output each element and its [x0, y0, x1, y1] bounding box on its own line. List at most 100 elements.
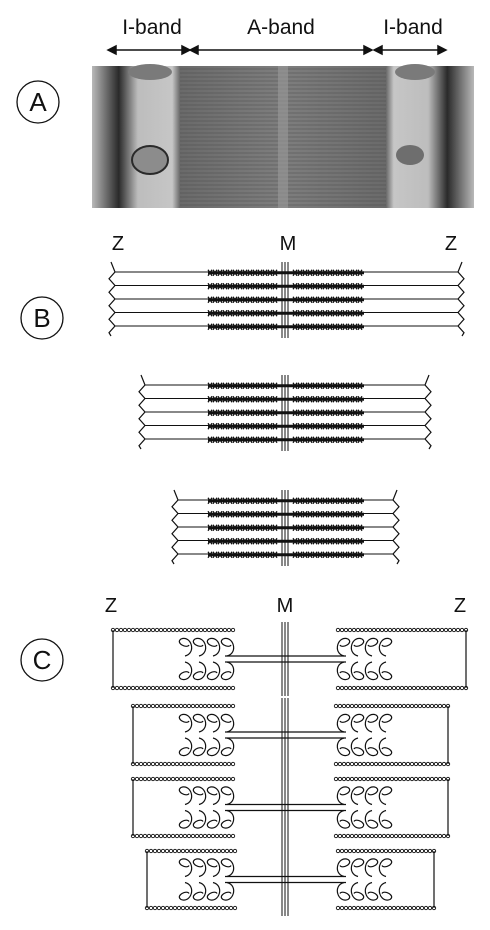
myosin-head: [272, 497, 278, 505]
myosin-head: [378, 858, 393, 878]
thin-filament-bead: [182, 703, 188, 709]
myosin-head: [357, 524, 363, 532]
thin-filament-bead: [403, 685, 409, 691]
thin-filament-bead: [407, 627, 413, 633]
myosin-head: [327, 524, 333, 532]
thin-filament-bead: [421, 833, 427, 839]
i-band-right-arrow: [372, 44, 448, 56]
myosin-head: [292, 309, 298, 317]
myosin-head: [302, 422, 308, 430]
myosin-head: [232, 551, 238, 559]
thin-filament-bead: [395, 685, 401, 691]
panel-b-sarcomere-1: [108, 261, 465, 338]
myosin-head: [262, 422, 268, 430]
thin-filament-bead: [339, 848, 345, 854]
thin-filament-bead: [351, 848, 357, 854]
myosin-head: [262, 269, 268, 277]
myosin-head: [227, 497, 233, 505]
thin-filament-bead: [130, 627, 136, 633]
thin-filament-bead: [186, 627, 192, 633]
panel-b: B Z M Z: [20, 233, 465, 566]
panel-b-m-label: M: [280, 233, 297, 255]
myosin-head: [312, 409, 318, 417]
thin-filament-bead: [230, 776, 236, 782]
myosin-head: [327, 395, 333, 403]
thin-filament-bead: [130, 833, 136, 839]
myosin-head: [267, 497, 273, 505]
panel-c-m-label: M: [277, 595, 294, 617]
myosin-head: [227, 309, 233, 317]
thin-filament-bead: [341, 703, 347, 709]
myosin-head: [297, 269, 303, 277]
myosin-head: [322, 309, 328, 317]
myosin-head: [237, 323, 243, 331]
thin-filament-bead: [164, 848, 170, 854]
myosin-head: [242, 269, 248, 277]
myosin-head: [227, 436, 233, 444]
myosin-head: [317, 497, 323, 505]
thin-filament-bead: [429, 776, 435, 782]
myosin-head: [222, 551, 228, 559]
thin-filament-bead: [186, 703, 192, 709]
thin-filament-bead: [226, 685, 232, 691]
thin-filament-bead: [359, 685, 365, 691]
thin-filament-bead: [401, 761, 407, 767]
myosin-head: [312, 551, 318, 559]
myosin-head: [307, 395, 313, 403]
myosin-head: [247, 309, 253, 317]
myosin-head: [332, 537, 338, 545]
thin-filament-bead: [459, 627, 465, 633]
thin-filament-bead: [361, 776, 367, 782]
thin-filament-bead: [429, 833, 435, 839]
myosin-head: [292, 323, 298, 331]
myosin-head: [347, 551, 353, 559]
myosin-head: [192, 661, 207, 681]
thin-filament-bead: [411, 905, 417, 911]
thin-filament-bead: [224, 905, 230, 911]
myosin-head: [252, 309, 258, 317]
myosin-head: [337, 282, 343, 290]
thin-filament-bead: [385, 703, 391, 709]
myosin-head: [178, 737, 193, 757]
myosin-head: [332, 422, 338, 430]
thin-filament-bead: [170, 627, 176, 633]
z-line-right: [392, 489, 400, 565]
panel-a: A I-band A-band I-band: [16, 16, 474, 208]
myosin-head: [206, 809, 221, 829]
thin-filament-bead: [431, 685, 437, 691]
panel-b-z-left-label: Z: [112, 233, 124, 255]
myosin-head: [364, 786, 379, 806]
thin-filament-bead: [421, 761, 427, 767]
thin-filament-bead: [407, 905, 413, 911]
myosin-head: [267, 510, 273, 518]
myosin-head: [332, 524, 338, 532]
myosin-head: [322, 269, 328, 277]
myosin-head: [220, 661, 235, 681]
thin-filament-bead: [447, 627, 453, 633]
thin-filament-bead: [170, 833, 176, 839]
myosin-head: [257, 382, 263, 390]
myosin-head: [227, 551, 233, 559]
myosin-head: [350, 786, 365, 806]
thin-filament-bead: [375, 848, 381, 854]
myosin-head: [292, 551, 298, 559]
myosin-head: [337, 382, 343, 390]
thin-filament-bead: [335, 627, 341, 633]
thin-filament-bead: [353, 703, 359, 709]
thin-filament-bead: [206, 685, 212, 691]
myosin-head: [267, 269, 273, 277]
myosin-head: [212, 524, 218, 532]
myosin-head: [322, 323, 328, 331]
thin-filament-bead: [148, 848, 154, 854]
myosin-head: [267, 395, 273, 403]
myosin-head: [217, 309, 223, 317]
myosin-head: [267, 422, 273, 430]
thin-filament-bead: [134, 685, 140, 691]
thin-filament-bead: [387, 627, 393, 633]
myosin-head: [292, 269, 298, 277]
myosin-head: [336, 637, 351, 657]
myosin-head: [302, 510, 308, 518]
thin-filament-bead: [192, 905, 198, 911]
myosin-head: [217, 323, 223, 331]
myosin-head: [252, 551, 258, 559]
